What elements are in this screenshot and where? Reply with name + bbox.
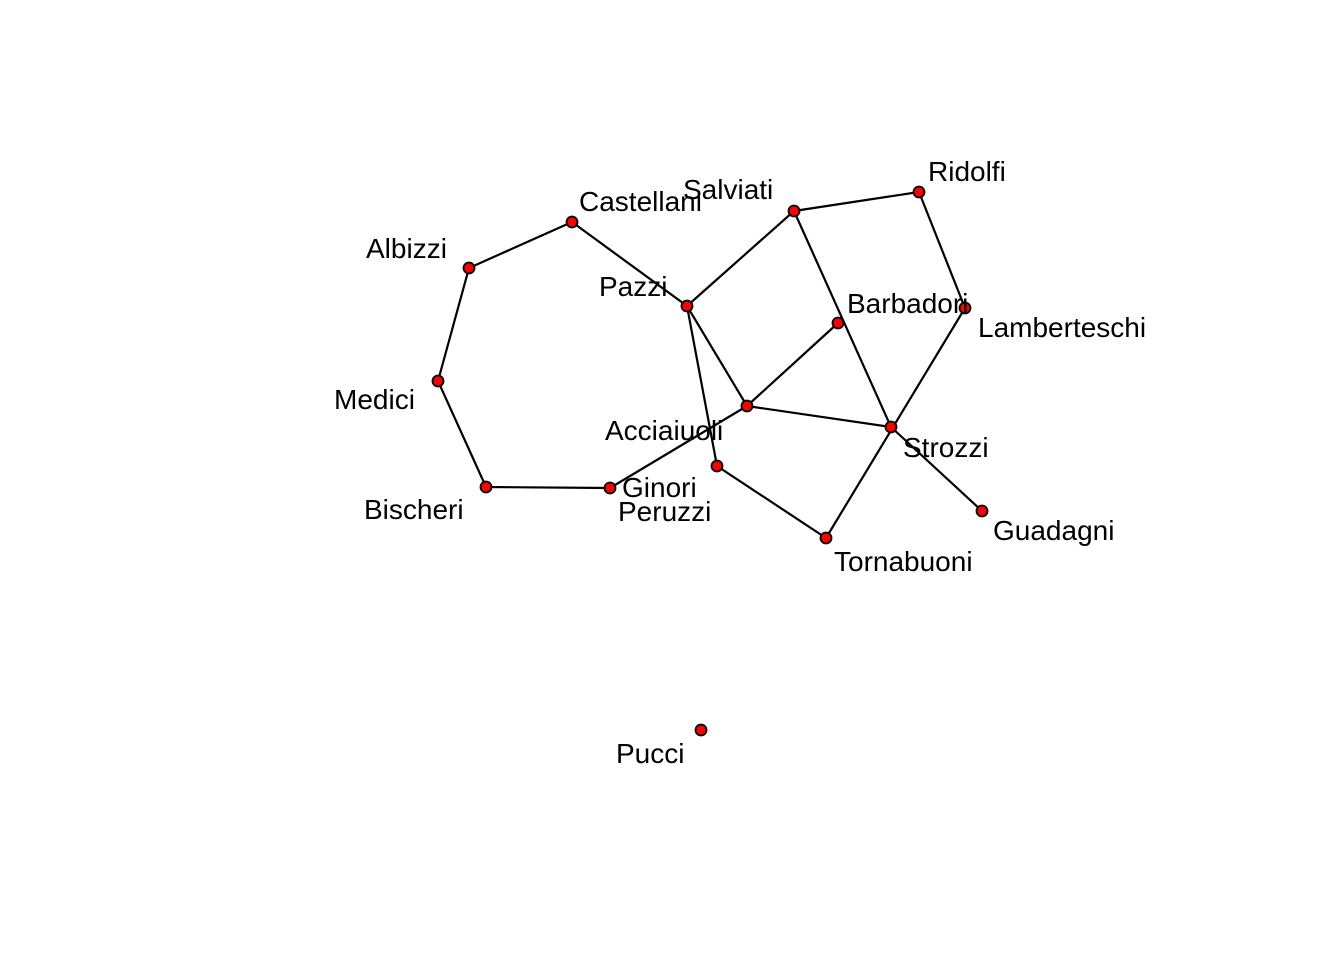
node-tornabuoni [819, 531, 833, 545]
edge-castellani-pazzi [571, 221, 688, 307]
node-pazzi [680, 299, 694, 313]
node-label-albizzi: Albizzi [366, 233, 447, 264]
node-label-acciaiuoli: Acciaiuoli [605, 415, 723, 446]
edge-strozzi-guadagni [890, 426, 983, 512]
node-guadagni [975, 504, 989, 518]
edge-medici-bischeri [436, 380, 488, 488]
edge-pazzi-peruzzi [685, 305, 719, 467]
node-label-castellani: Castellani [579, 186, 702, 217]
node-label-lamberteschi: Lamberteschi [978, 312, 1146, 343]
node-castellani [565, 215, 579, 229]
node-strozzi [884, 420, 898, 434]
node-label-medici: Medici [334, 384, 415, 415]
node-label-pucci: Pucci [616, 738, 684, 769]
node-bischeri [479, 480, 493, 494]
edge-salviati-ridolfi [793, 190, 920, 213]
node-acciaiuoli [740, 399, 754, 413]
node-ginori [603, 481, 617, 495]
edge-castellani-albizzi [468, 220, 573, 270]
node-label-peruzzi: Peruzzi [618, 496, 711, 527]
node-salviati [787, 204, 801, 218]
edge-barbadori-acciaiuoli [746, 322, 839, 407]
node-label-ginori: Ginori [622, 472, 697, 503]
edges-layer [436, 190, 983, 539]
edge-acciaiuoli-strozzi [746, 404, 892, 429]
edge-pazzi-acciaiuoli [686, 305, 748, 407]
edge-peruzzi-tornabuoni [716, 465, 827, 539]
edge-pazzi-salviati [686, 210, 795, 307]
node-medici [431, 374, 445, 388]
node-label-pazzi: Pazzi [599, 271, 667, 302]
node-label-tornabuoni: Tornabuoni [834, 546, 973, 577]
nodes-layer [431, 185, 989, 737]
node-albizzi [462, 261, 476, 275]
edge-bischeri-ginori [485, 485, 611, 490]
edge-ridolfi-lamberteschi [917, 191, 967, 309]
node-barbadori [831, 316, 845, 330]
node-pucci [694, 723, 708, 737]
node-label-guadagni: Guadagni [993, 515, 1114, 546]
node-lamberteschi [958, 301, 972, 315]
node-label-ridolfi: Ridolfi [928, 156, 1006, 187]
node-label-bischeri: Bischeri [364, 494, 464, 525]
node-label-salviati: Salviati [683, 174, 773, 205]
node-peruzzi [710, 459, 724, 473]
edge-albizzi-medici [436, 267, 471, 382]
node-label-strozzi: Strozzi [903, 432, 989, 463]
node-label-barbadori: Barbadori [847, 288, 968, 319]
edge-ginori-acciaiuoli [609, 405, 748, 489]
node-ridolfi [912, 185, 926, 199]
